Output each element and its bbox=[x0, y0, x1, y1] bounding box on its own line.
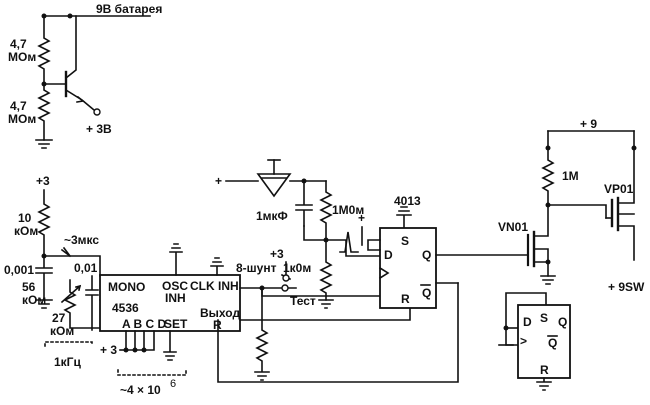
r56k-value: 56 bbox=[22, 280, 36, 294]
ic-4536-mono: MONO bbox=[108, 280, 145, 294]
r10k-value: 10 bbox=[18, 211, 32, 225]
ff2-s: S bbox=[540, 311, 548, 325]
divider-label: ~4 × 10 bbox=[120, 383, 161, 397]
vp01-label: VP01 bbox=[604, 182, 634, 196]
battery-divider-section: 9В батарея 4,7 МОм 4,7 МОм + 3В bbox=[8, 2, 162, 149]
r-bottom-value: 4,7 bbox=[10, 99, 27, 113]
ic-4536-out: Выход bbox=[200, 306, 240, 320]
ic-4536-inh: INH bbox=[165, 291, 186, 305]
plus3v-label: + 3В bbox=[86, 122, 112, 136]
plus3-test: +3 bbox=[270, 247, 284, 261]
plus9sw-label: + 9SW bbox=[608, 280, 645, 294]
ic-4536-body bbox=[99, 274, 241, 332]
ff-q: Q bbox=[422, 248, 431, 262]
ic-4013-label: 4013 bbox=[394, 194, 421, 208]
cap-1mkf-label: 1мкФ bbox=[256, 209, 288, 223]
pulse-section: + 1мкФ 1М0м 1к0м + bbox=[215, 159, 381, 309]
r1k0m-label: 1к0м bbox=[283, 261, 311, 275]
ff2-d: D bbox=[523, 315, 532, 329]
pulse-width-label: ~3мкс bbox=[64, 233, 99, 247]
plus3-abcd: + 3 bbox=[100, 343, 117, 357]
ff2-qbar: Q bbox=[548, 336, 557, 350]
r27k-unit: кОм bbox=[50, 324, 74, 338]
cap-0001-label: 0,001 bbox=[4, 263, 34, 277]
ff-s: S bbox=[401, 234, 409, 248]
ff-r: R bbox=[401, 292, 410, 306]
ff2-body bbox=[517, 304, 571, 379]
plus-left-label: + bbox=[215, 174, 222, 188]
ic-4536-set: SET bbox=[164, 317, 188, 331]
vn01-label: VN01 bbox=[498, 220, 528, 234]
ff2-gt: > bbox=[520, 334, 527, 348]
r10k-unit: кОм bbox=[14, 224, 38, 238]
ff-d: D bbox=[384, 248, 393, 262]
test-label: Тест bbox=[290, 294, 316, 308]
r1m-label: 1М bbox=[562, 169, 579, 183]
r56k-unit: кОм bbox=[22, 293, 46, 307]
plus9-label: + 9 bbox=[580, 117, 597, 131]
ic-4536-clkinh: CLK INH bbox=[190, 279, 239, 293]
ic-4536-name: 4536 bbox=[112, 301, 139, 315]
divider-exp: 6 bbox=[170, 378, 176, 390]
ic-4013: 4013 S D Q Q R bbox=[367, 194, 529, 309]
plus-mid-label: + bbox=[358, 211, 365, 225]
plus3-top-left: +3 bbox=[36, 174, 50, 188]
ff2-q: Q bbox=[558, 315, 567, 329]
r-bottom-unit: МОм bbox=[8, 112, 36, 126]
ff-qbar: Q bbox=[422, 286, 431, 300]
r27k-value: 27 bbox=[52, 311, 66, 325]
ic-4536-osc: OSC bbox=[162, 279, 188, 293]
r-top-value: 4,7 bbox=[10, 37, 27, 51]
battery-label: 9В батарея bbox=[96, 2, 162, 16]
freq-label: 1кГц bbox=[54, 355, 81, 369]
ic-4536: MONO OSC INH CLK INH 4536 Выход R A B C … bbox=[99, 243, 241, 397]
mosfet-section: + 9 1М VN01 VP01 + 9SW bbox=[498, 117, 645, 294]
r1m0m-label: 1М0м bbox=[332, 203, 364, 217]
r-top-unit: МОм bbox=[8, 50, 36, 64]
ff2-section: S D Q > Q R bbox=[498, 292, 571, 391]
ff2-r: R bbox=[540, 363, 549, 377]
cap-001-label: 0,01 bbox=[74, 261, 98, 275]
oscillator-section: +3 10 кОм ~3мкс 0,001 0,01 56 кОм 27 кОм… bbox=[4, 174, 131, 369]
shunt-label: 8-шунт bbox=[236, 261, 277, 275]
ic-4536-abcd: A B C D bbox=[122, 317, 167, 331]
